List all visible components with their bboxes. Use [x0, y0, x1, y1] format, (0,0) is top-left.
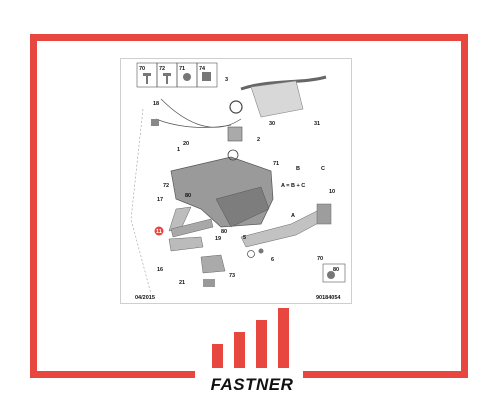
- label-1: 1: [177, 147, 180, 153]
- label-11: 11: [156, 229, 162, 235]
- fuel-line: [160, 98, 242, 128]
- label-80c: 80: [333, 267, 339, 273]
- cap-icon: [327, 271, 335, 279]
- logo-bar-1: [212, 344, 223, 368]
- label-74: 74: [199, 66, 206, 72]
- bracket-16: [168, 236, 204, 252]
- red-frame: [30, 34, 468, 378]
- clamp-6: [258, 248, 264, 254]
- label-6: 6: [271, 257, 274, 263]
- red-frame-bottom-left: [30, 371, 195, 378]
- label-71: 71: [179, 66, 185, 72]
- label-72: 72: [159, 66, 165, 72]
- filler-tube: [240, 75, 327, 91]
- label-73: 73: [229, 273, 235, 279]
- label-C: C: [321, 166, 325, 172]
- clamp-5: [247, 250, 255, 258]
- filler-housing: [316, 203, 332, 225]
- fastener-icons: [143, 72, 211, 84]
- logo-bar-2: [234, 332, 245, 368]
- label-A: A: [291, 213, 295, 219]
- clip-18: [151, 119, 159, 126]
- formula: A = B + C: [281, 183, 305, 189]
- label-5: 5: [243, 235, 246, 241]
- label-18: 18: [153, 101, 159, 107]
- highlighted-part-11: [154, 226, 164, 236]
- date-code: 04/2015: [135, 295, 155, 301]
- fastener-inset: [136, 62, 218, 88]
- bracket-21: [203, 279, 215, 287]
- logo-bar-4: [278, 308, 289, 368]
- fuel-pump: [227, 126, 243, 142]
- label-16: 16: [157, 267, 163, 273]
- label-B: B: [296, 166, 300, 172]
- label-10: 10: [329, 189, 335, 195]
- pump-ring: [229, 100, 243, 114]
- pump-seal: [227, 149, 239, 161]
- label-70b: 70: [317, 256, 323, 262]
- label-71b: 71: [273, 161, 279, 167]
- parts-diagram: 70 72 71 74 3 18 30 31 20 2 1 71 72 80 1…: [120, 58, 352, 304]
- label-17: 17: [157, 197, 163, 203]
- exploded-view-drawing: 70 72 71 74 3 18 30 31 20 2 1 71 72 80 1…: [130, 62, 346, 301]
- brand-name: FASTNER: [210, 375, 294, 394]
- label-19: 19: [215, 236, 221, 242]
- vent-line: [155, 118, 232, 128]
- dashed-guide: [130, 108, 152, 295]
- reference-code: 90184054: [316, 295, 341, 301]
- logo-bar-3: [256, 320, 267, 368]
- label-70: 70: [139, 66, 145, 72]
- fastner-logo-bars: [212, 306, 292, 368]
- label-80b: 80: [221, 229, 227, 235]
- label-31: 31: [314, 121, 320, 127]
- tank-shadow: [215, 186, 270, 228]
- canister: [250, 80, 304, 118]
- label-2: 2: [257, 137, 260, 143]
- inset-80: [322, 263, 346, 283]
- bracket-19: [200, 254, 226, 274]
- label-21: 21: [179, 280, 185, 286]
- strap-11: [170, 218, 214, 238]
- label-72b: 72: [163, 183, 169, 189]
- red-frame-bottom-right: [303, 371, 468, 378]
- label-80: 80: [185, 193, 191, 199]
- label-30: 30: [269, 121, 275, 127]
- label-3: 3: [225, 77, 228, 83]
- label-20: 20: [183, 141, 189, 147]
